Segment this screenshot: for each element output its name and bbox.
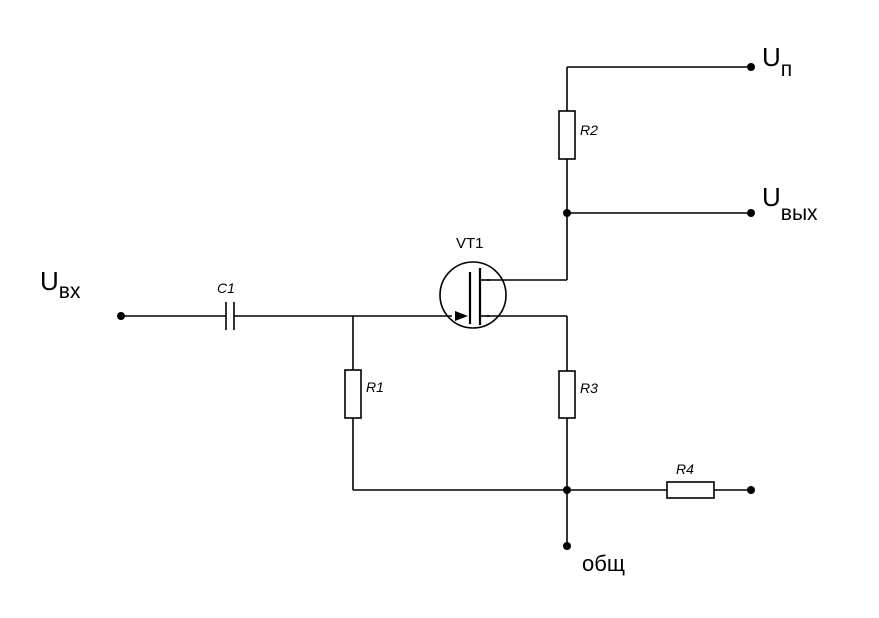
r4-label: R4 xyxy=(676,461,694,477)
c1-label: C1 xyxy=(217,280,235,296)
ground-label: общ xyxy=(582,551,625,576)
supply-voltage-label: Uп xyxy=(762,42,792,81)
r1-label: R1 xyxy=(366,379,384,395)
node-output-terminal xyxy=(747,209,755,217)
node-output-junction xyxy=(563,209,571,217)
r2-label: R2 xyxy=(580,122,598,138)
capacitor-c1: C1 xyxy=(217,280,235,330)
node-r4-terminal xyxy=(747,486,755,494)
vt1-label: VT1 xyxy=(456,235,484,252)
vt1-arrow xyxy=(455,311,468,321)
output-voltage-label: Uвых xyxy=(762,182,818,225)
node-supply-terminal xyxy=(747,63,755,71)
resistor-r3: R3 xyxy=(558,370,598,419)
transistor-vt1: VT1 xyxy=(439,235,507,329)
node-bottom-junction xyxy=(563,486,571,494)
resistor-r2: R2 xyxy=(558,110,598,160)
r3-label: R3 xyxy=(580,380,598,396)
resistor-r4: R4 xyxy=(666,461,715,499)
node-input-terminal xyxy=(117,312,125,320)
node-ground-terminal xyxy=(563,542,571,550)
nodes xyxy=(117,63,755,550)
resistor-r1: R1 xyxy=(344,369,384,419)
wires xyxy=(121,66,751,546)
input-voltage-label: Uвх xyxy=(40,266,81,303)
